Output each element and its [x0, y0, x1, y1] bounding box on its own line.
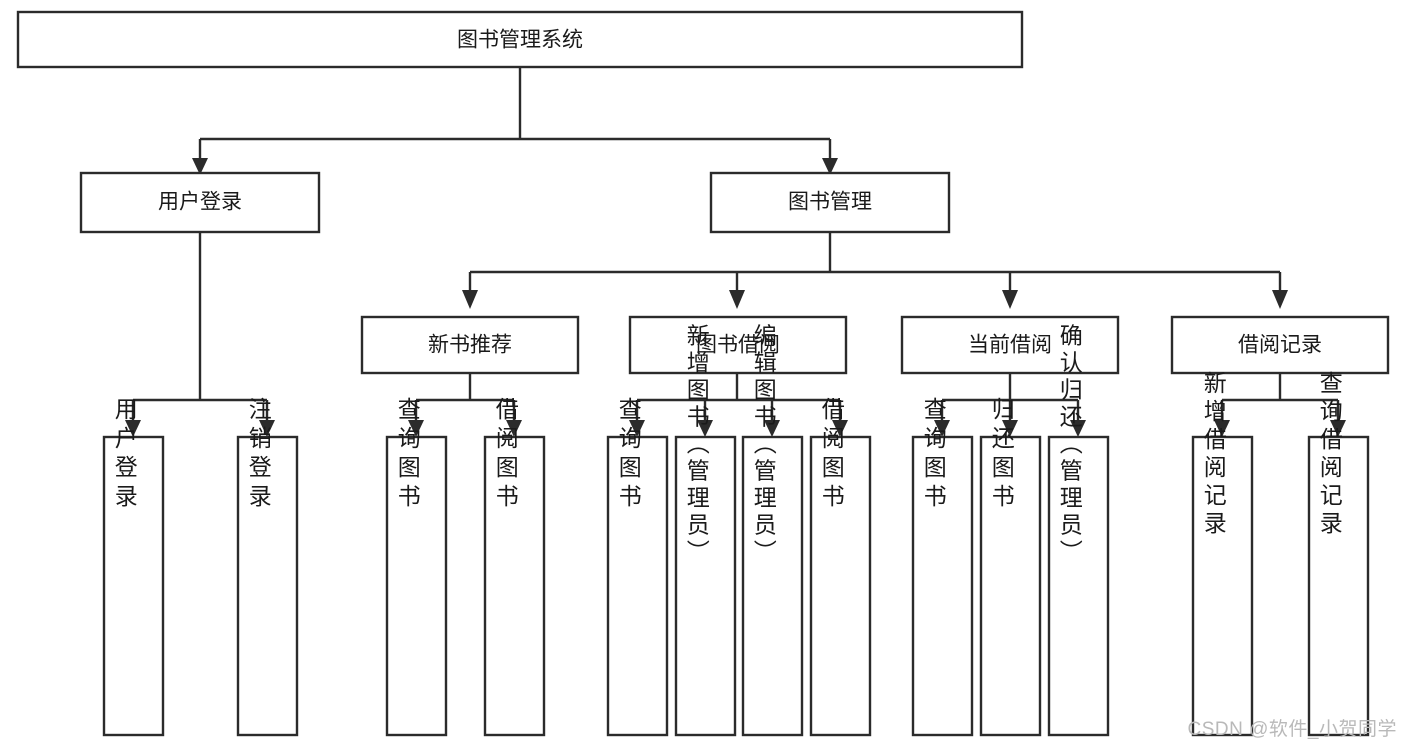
leaf-query-record[interactable]: 查询借阅记录	[1307, 371, 1370, 737]
arrow-to-leaf-user-login	[125, 420, 141, 437]
leaf-add-book-label: 新增图书（管理员）	[683, 324, 710, 567]
arrow-to-book-manage	[822, 158, 838, 175]
leaf-user-login-label: 用户登录	[111, 397, 138, 513]
leaf-return-book-label: 归还图书	[988, 397, 1015, 513]
node-user-login[interactable]: 用户登录	[79, 171, 321, 234]
leaf-query-book-1[interactable]: 查询图书	[385, 397, 448, 737]
arrow-to-user-login	[192, 158, 208, 175]
arrow-to-leaf-borrow-book-2	[832, 420, 848, 437]
connector-bookborrow-to-leaves	[635, 373, 842, 420]
connector-borrowrecord-to-leaves	[1220, 373, 1340, 420]
node-new-book-recommend[interactable]: 新书推荐	[360, 315, 580, 375]
node-root-box[interactable]	[16, 10, 1024, 69]
node-borrow-record-box[interactable]	[1170, 315, 1390, 375]
arrow-to-leaf-edit-book	[764, 420, 780, 437]
node-root-label: 图书管理系统	[457, 29, 583, 52]
leaf-borrow-book-2[interactable]: 借阅图书	[809, 397, 872, 737]
leaf-borrow-book-1[interactable]: 借阅图书	[483, 397, 546, 737]
node-user-login-label: 用户登录	[158, 191, 242, 214]
node-book-manage-label: 图书管理	[788, 191, 872, 214]
node-root[interactable]: 图书管理系统	[16, 10, 1024, 69]
leaf-add-record-box[interactable]	[1191, 435, 1254, 737]
arrow-to-book-borrow	[729, 290, 745, 309]
leaf-query-book-1-box[interactable]	[385, 435, 448, 737]
arrow-to-leaf-query-book-1	[408, 420, 424, 437]
arrow-to-leaf-borrow-book-1	[506, 420, 522, 437]
leaf-return-book-box[interactable]	[979, 435, 1042, 737]
leaf-return-book[interactable]: 归还图书	[979, 397, 1042, 737]
leaf-edit-book-label: 编辑图书（管理员）	[750, 324, 777, 567]
arrow-to-leaf-user-logout	[259, 420, 275, 437]
leaf-query-book-2-box[interactable]	[606, 435, 669, 737]
leaf-borrow-book-2-label: 借阅图书	[818, 397, 845, 513]
leaf-edit-book[interactable]: 编辑图书（管理员）	[741, 324, 804, 737]
node-borrow-record[interactable]: 借阅记录	[1170, 315, 1390, 375]
leaf-add-book-box[interactable]	[674, 435, 737, 737]
connector-currentborrow-to-leaves	[940, 373, 1080, 420]
connector-newbook-to-leaves	[414, 373, 516, 420]
leaf-confirm-return[interactable]: 确认归还（管理员）	[1047, 324, 1110, 737]
leaf-query-book-3-label: 查询图书	[920, 397, 947, 513]
node-book-manage[interactable]: 图书管理	[709, 171, 951, 234]
leaf-confirm-return-box[interactable]	[1047, 435, 1110, 737]
leaf-query-book-3-box[interactable]	[911, 435, 974, 737]
arrow-to-leaf-query-book-3	[934, 420, 950, 437]
arrow-to-leaf-confirm-return	[1070, 420, 1086, 437]
leaf-user-login-box[interactable]	[102, 435, 165, 737]
leaf-borrow-book-1-label: 借阅图书	[492, 397, 519, 513]
leaf-query-book-2[interactable]: 查询图书	[606, 397, 669, 737]
node-new-book-recommend-box[interactable]	[360, 315, 580, 375]
leaf-query-record-label: 查询借阅记录	[1316, 371, 1343, 539]
leaf-user-logout-box[interactable]	[236, 435, 299, 737]
csdn-watermark: CSDN @软件_小贺同学	[1187, 719, 1397, 740]
arrow-to-leaf-query-book-2	[629, 420, 645, 437]
arrow-to-leaf-return-book	[1002, 420, 1018, 437]
leaf-query-book-3[interactable]: 查询图书	[911, 397, 974, 737]
connector-layer	[125, 67, 1346, 437]
arrow-to-new-book-recommend	[462, 290, 478, 309]
leaf-query-record-box[interactable]	[1307, 435, 1370, 737]
node-book-borrow-box[interactable]	[628, 315, 848, 375]
leaf-edit-book-box[interactable]	[741, 435, 804, 737]
connector-bookmanage-to-level3	[468, 232, 1282, 290]
leaf-query-book-2-label: 查询图书	[615, 397, 642, 513]
arrow-to-leaf-add-book	[697, 420, 713, 437]
arrow-to-current-borrow	[1002, 290, 1018, 309]
leaf-user-login[interactable]: 用户登录	[102, 397, 165, 737]
leaf-borrow-book-1-box[interactable]	[483, 435, 546, 737]
node-borrow-record-label: 借阅记录	[1238, 334, 1322, 357]
leaf-add-book[interactable]: 新增图书（管理员）	[674, 324, 737, 737]
node-book-borrow[interactable]: 图书借阅	[628, 315, 848, 375]
node-user-login-box[interactable]	[79, 171, 321, 234]
node-new-book-recommend-label: 新书推荐	[428, 334, 512, 357]
arrow-to-leaf-query-record	[1330, 420, 1346, 437]
node-book-manage-box[interactable]	[709, 171, 951, 234]
leaf-add-record-label: 新增借阅记录	[1200, 371, 1227, 539]
leaf-borrow-book-2-box[interactable]	[809, 435, 872, 737]
connector-root-to-level2	[198, 67, 832, 158]
leaf-add-record[interactable]: 新增借阅记录	[1191, 371, 1254, 737]
connector-userlogin-to-leaves	[131, 232, 269, 420]
node-current-borrow-box[interactable]	[900, 315, 1120, 375]
arrow-to-leaf-add-record	[1214, 420, 1230, 437]
leaf-confirm-return-label: 确认归还（管理员）	[1056, 324, 1083, 567]
node-current-borrow-label: 当前借阅	[968, 334, 1052, 357]
leaf-user-logout-label: 注销登录	[245, 397, 272, 513]
leaf-user-logout[interactable]: 注销登录	[236, 397, 299, 737]
node-book-borrow-label: 图书借阅	[696, 334, 780, 357]
leaf-query-book-1-label: 查询图书	[394, 397, 421, 513]
node-current-borrow[interactable]: 当前借阅	[900, 315, 1120, 375]
arrow-to-borrow-record	[1272, 290, 1288, 309]
